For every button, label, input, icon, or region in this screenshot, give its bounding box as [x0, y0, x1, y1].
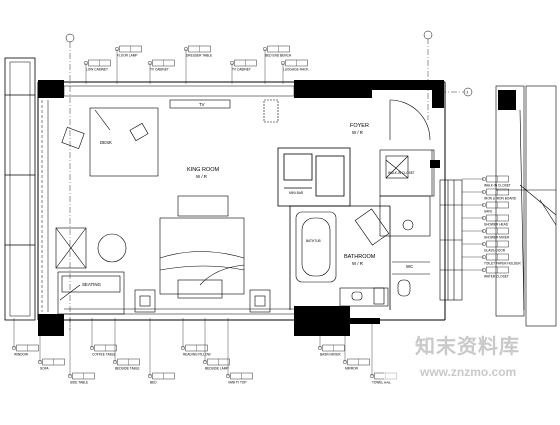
grid-bubble-a [65, 33, 75, 43]
bottom-tag-8-label: VANITY TOP [228, 381, 247, 385]
king-room-area: W / R [196, 174, 207, 179]
right-tag-3: SHOWER HEAD [462, 214, 509, 227]
right-tag-6-label: TOILET PAPER HOLDER [484, 262, 521, 266]
bottom-tag-0-label: WINDOW [14, 353, 28, 357]
annotation-tags: LOW CABINET FLOOR LAMP TV CABINET DRESSER T… [11, 45, 521, 385]
seating-area [55, 227, 127, 315]
top-tag-6: LUGGAGE RACK [281, 59, 309, 84]
bottom-tag-10-label: MIRROR [345, 367, 359, 371]
top-tag-5-label: BED END BENCH [265, 54, 292, 58]
walk-in-closet [379, 149, 435, 197]
right-tag-7-label: WATER CLOSET [484, 275, 509, 279]
bottom-tag-9-label: BASIN MIXER [320, 353, 341, 357]
bathroom-name: BATHROOM [344, 254, 376, 260]
foyer-name: FOYER [350, 123, 369, 129]
right-tag-4: SHOWER MIXER [462, 227, 510, 240]
bottom-tag-1-label: SOFA [40, 367, 49, 371]
top-tag-0-label: LOW CABINET [86, 68, 108, 72]
right-tag-2-label: SAFE [484, 210, 492, 214]
bathroom-walls [277, 147, 391, 310]
desk-label: DESK [100, 140, 112, 145]
right-exterior [495, 85, 557, 327]
right-tag-0-label: WALK-IN CLOSET [484, 184, 511, 188]
bottom-tag-4-label: BEDSIDE TABLE [115, 367, 140, 371]
entry-door [389, 99, 431, 141]
wc-label: WC [406, 264, 413, 269]
bottom-tag-2-label: SIDE TABLE [70, 381, 88, 385]
bedside-tables [134, 289, 271, 313]
walk-in-closet-label: WALK-IN CLOSET [388, 171, 415, 175]
bottom-tag-2: SIDE TABLE [67, 318, 95, 385]
seating-label: SEATING [82, 282, 102, 287]
right-tag-1: IRON & IRON BOARD [462, 188, 517, 201]
top-tag-1: FLOOR LAMP [114, 45, 142, 84]
top-wall-hatch [63, 85, 295, 97]
top-tag-1-label: FLOOR LAMP [117, 54, 138, 58]
bottom-tag-0: WINDOW [11, 318, 39, 357]
top-tag-4-label: TV CABINET [232, 68, 251, 72]
bottom-tag-9: BASIN MIXER [318, 318, 345, 357]
right-tag-5: GLASS DOOR [462, 240, 509, 253]
right-tag-0: WALK-IN CLOSET [462, 175, 511, 188]
right-tag-6: TOILET PAPER HOLDER [462, 253, 521, 266]
bottom-tag-7-label: BEDSIDE LAMP [205, 367, 229, 371]
bathtub-label: BATHTUB [306, 239, 321, 243]
bathtub [295, 211, 337, 283]
king-room-name: KING ROOM [187, 167, 220, 173]
right-tag-7: WATER CLOSET [462, 266, 509, 279]
tv-label: TV [199, 102, 205, 107]
bottom-tag-1: SOFA [38, 318, 65, 371]
vanity [339, 287, 389, 307]
grid-mark-3: 3 [466, 91, 468, 95]
right-tag-4-label: SHOWER MIXER [484, 236, 510, 240]
bottom-tag-10: MIRROR [343, 318, 370, 371]
bed [159, 195, 245, 299]
bottom-tag-5: BED [147, 318, 175, 385]
right-tag-1-label: IRON & IRON BOARD [484, 197, 517, 201]
bottom-tag-5-label: BED [150, 381, 157, 385]
right-tag-2: SAFE [462, 201, 509, 214]
bottom-tag-3-label: COFFEE TABLE [92, 353, 116, 357]
bottom-tag-11-label: TOWEL RAIL [372, 381, 391, 385]
bottom-tag-4: BEDSIDE TABLE [112, 318, 140, 371]
tv-cabinet [169, 99, 279, 123]
bottom-wall [64, 308, 294, 315]
top-tag-3: DRESSER TABLE [183, 45, 212, 84]
top-tag-3-label: DRESSER TABLE [186, 54, 212, 58]
top-tag-4: TV CABINET [229, 59, 257, 84]
bottom-tag-3: COFFEE TABLE [89, 318, 117, 357]
left-exterior [4, 57, 36, 321]
grid-bubble-b [423, 30, 433, 40]
watermark-title: 知末资料库 [415, 334, 520, 358]
top-tag-5: BED END BENCH [263, 45, 292, 84]
top-tag-0: LOW CABINET [83, 59, 111, 84]
watermark: 知末资料库 www.znzmo.com [384, 330, 554, 382]
top-tag-6-label: LUGGAGE RACK [283, 68, 309, 72]
top-tag-2-label: TV CABINET [150, 68, 169, 72]
right-wall-column [439, 179, 463, 301]
solid-wall-blocks [38, 80, 516, 336]
top-tag-2: TV CABINET [147, 59, 175, 84]
bottom-tag-7: BEDSIDE LAMP [202, 318, 230, 371]
grid-bubble-3 [463, 87, 473, 97]
bottom-tag-6: READING PILLOW [180, 318, 210, 357]
right-tag-5-label: GLASS DOOR [484, 249, 506, 253]
bottom-tag-8: VANITY TOP [225, 318, 253, 385]
bathroom-area: W / R [352, 261, 363, 266]
window-curtain [41, 100, 49, 312]
mini-bar-label: MINI BAR [289, 191, 304, 195]
wc-area [354, 195, 431, 297]
desk-area [61, 107, 159, 177]
bottom-tag-6-label: READING PILLOW [183, 353, 210, 357]
watermark-url: www.znzmo.com [419, 365, 516, 379]
right-tag-3-label: SHOWER HEAD [484, 223, 509, 227]
foyer-area: W / R [352, 130, 363, 135]
